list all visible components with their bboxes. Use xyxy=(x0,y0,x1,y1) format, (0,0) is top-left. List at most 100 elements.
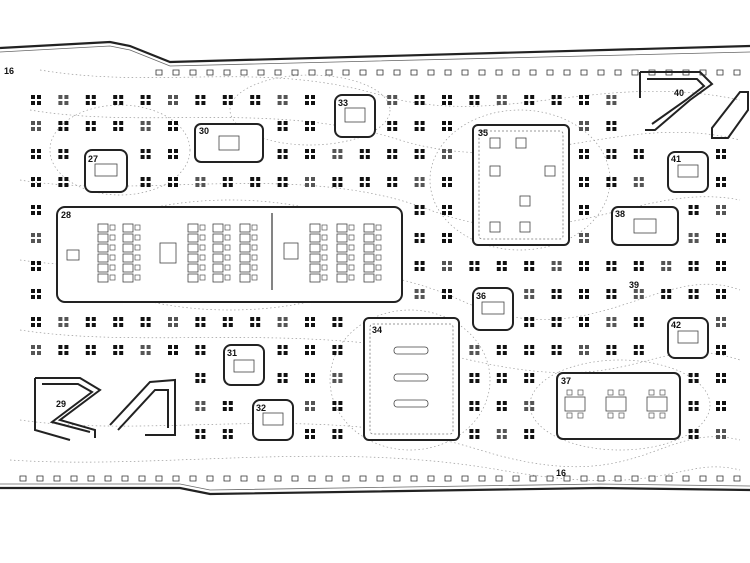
workstation-cluster xyxy=(85,95,96,105)
desk xyxy=(187,273,199,283)
workstation-cluster xyxy=(195,95,206,105)
workstation-cluster xyxy=(716,373,726,383)
desk xyxy=(97,253,109,263)
desk xyxy=(122,263,134,273)
perimeter-chair xyxy=(716,475,724,482)
desk xyxy=(97,243,109,253)
perimeter-chair xyxy=(172,475,180,482)
workstation-cluster xyxy=(305,121,315,131)
workstation-cluster xyxy=(414,177,425,187)
chair xyxy=(109,264,116,271)
chair xyxy=(321,274,328,281)
workstation-cluster xyxy=(661,289,672,299)
perimeter-chair xyxy=(325,69,333,76)
chair xyxy=(109,224,116,231)
workstation-cluster xyxy=(140,345,151,355)
workstation-cluster xyxy=(222,95,233,105)
chair xyxy=(224,224,231,231)
label-40: 40 xyxy=(674,88,684,98)
workstation-cluster xyxy=(140,317,151,327)
workstation-cluster xyxy=(305,149,315,159)
workstation-cluster xyxy=(579,233,589,243)
workstation-cluster xyxy=(140,149,151,159)
workstation-cluster xyxy=(716,233,726,243)
table xyxy=(564,396,586,412)
desk xyxy=(489,137,501,149)
perimeter-chair xyxy=(155,475,163,482)
workstation-cluster xyxy=(305,177,315,187)
workstation-cluster xyxy=(31,261,41,271)
workstation-cluster xyxy=(168,149,178,159)
workstation-cluster xyxy=(414,261,425,271)
perimeter-chair xyxy=(87,475,95,482)
label-16-top: 16 xyxy=(4,66,14,76)
perimeter-chair xyxy=(597,69,605,76)
perimeter-chair xyxy=(155,69,163,76)
chair xyxy=(348,254,355,261)
workstation-cluster xyxy=(387,95,398,105)
workstation-cluster xyxy=(58,95,69,105)
room-35 xyxy=(472,124,570,246)
room-28 xyxy=(56,206,403,303)
workstation-cluster xyxy=(387,177,398,187)
workstation-cluster xyxy=(688,373,699,383)
perimeter-chair xyxy=(376,475,384,482)
workstation-grid xyxy=(31,95,726,439)
perimeter-chair xyxy=(376,69,384,76)
chair xyxy=(251,254,258,261)
perimeter-chair xyxy=(478,475,486,482)
label-31: 31 xyxy=(227,348,237,358)
workstation-cluster xyxy=(688,289,699,299)
chair xyxy=(251,244,258,251)
workstation-cluster xyxy=(524,261,535,271)
perimeter-chair xyxy=(393,475,401,482)
workstation-cluster xyxy=(277,373,288,383)
workstation-cluster xyxy=(195,401,206,411)
desk xyxy=(309,263,321,273)
workstation-cluster xyxy=(222,177,233,187)
desk xyxy=(212,233,224,243)
workstation-cluster xyxy=(716,205,726,215)
workstation-cluster xyxy=(414,95,425,105)
workstation-cluster xyxy=(579,177,589,187)
workstation-cluster xyxy=(277,95,288,105)
perimeter-chair xyxy=(444,475,452,482)
perimeter-chair xyxy=(19,475,27,482)
workstation-cluster xyxy=(551,261,562,271)
label-38: 38 xyxy=(615,209,625,219)
perimeter-chair xyxy=(240,475,248,482)
workstation-cluster xyxy=(387,121,398,131)
perimeter-chair xyxy=(274,69,282,76)
workstation-cluster xyxy=(58,149,69,159)
workstation-cluster xyxy=(524,373,535,383)
workstation-cluster xyxy=(31,95,41,105)
workstation-cluster xyxy=(195,429,206,439)
room-30 xyxy=(194,123,264,163)
chair xyxy=(375,234,382,241)
chair xyxy=(199,234,206,241)
workstation-cluster xyxy=(688,233,699,243)
chair xyxy=(348,224,355,231)
desk xyxy=(97,263,109,273)
room-38 xyxy=(611,206,679,246)
chair xyxy=(321,224,328,231)
workstation-cluster xyxy=(168,317,178,327)
label-39: 39 xyxy=(629,280,639,290)
desk xyxy=(309,223,321,233)
label-27: 27 xyxy=(88,154,98,164)
perimeter-chair xyxy=(597,475,605,482)
workstation-cluster xyxy=(606,317,617,327)
perimeter-chair xyxy=(614,475,622,482)
perimeter-chair xyxy=(546,475,554,482)
desk xyxy=(336,233,348,243)
perimeter-chair xyxy=(614,69,622,76)
workstation-cluster xyxy=(496,373,507,383)
perimeter-chair xyxy=(529,69,537,76)
workstation-cluster xyxy=(250,95,261,105)
perimeter-chairs xyxy=(19,69,741,482)
perimeter-chair xyxy=(733,475,741,482)
workstation-cluster xyxy=(332,429,343,439)
workstation-cluster xyxy=(31,345,41,355)
workstation-cluster xyxy=(31,177,41,187)
perimeter-chair xyxy=(206,475,214,482)
